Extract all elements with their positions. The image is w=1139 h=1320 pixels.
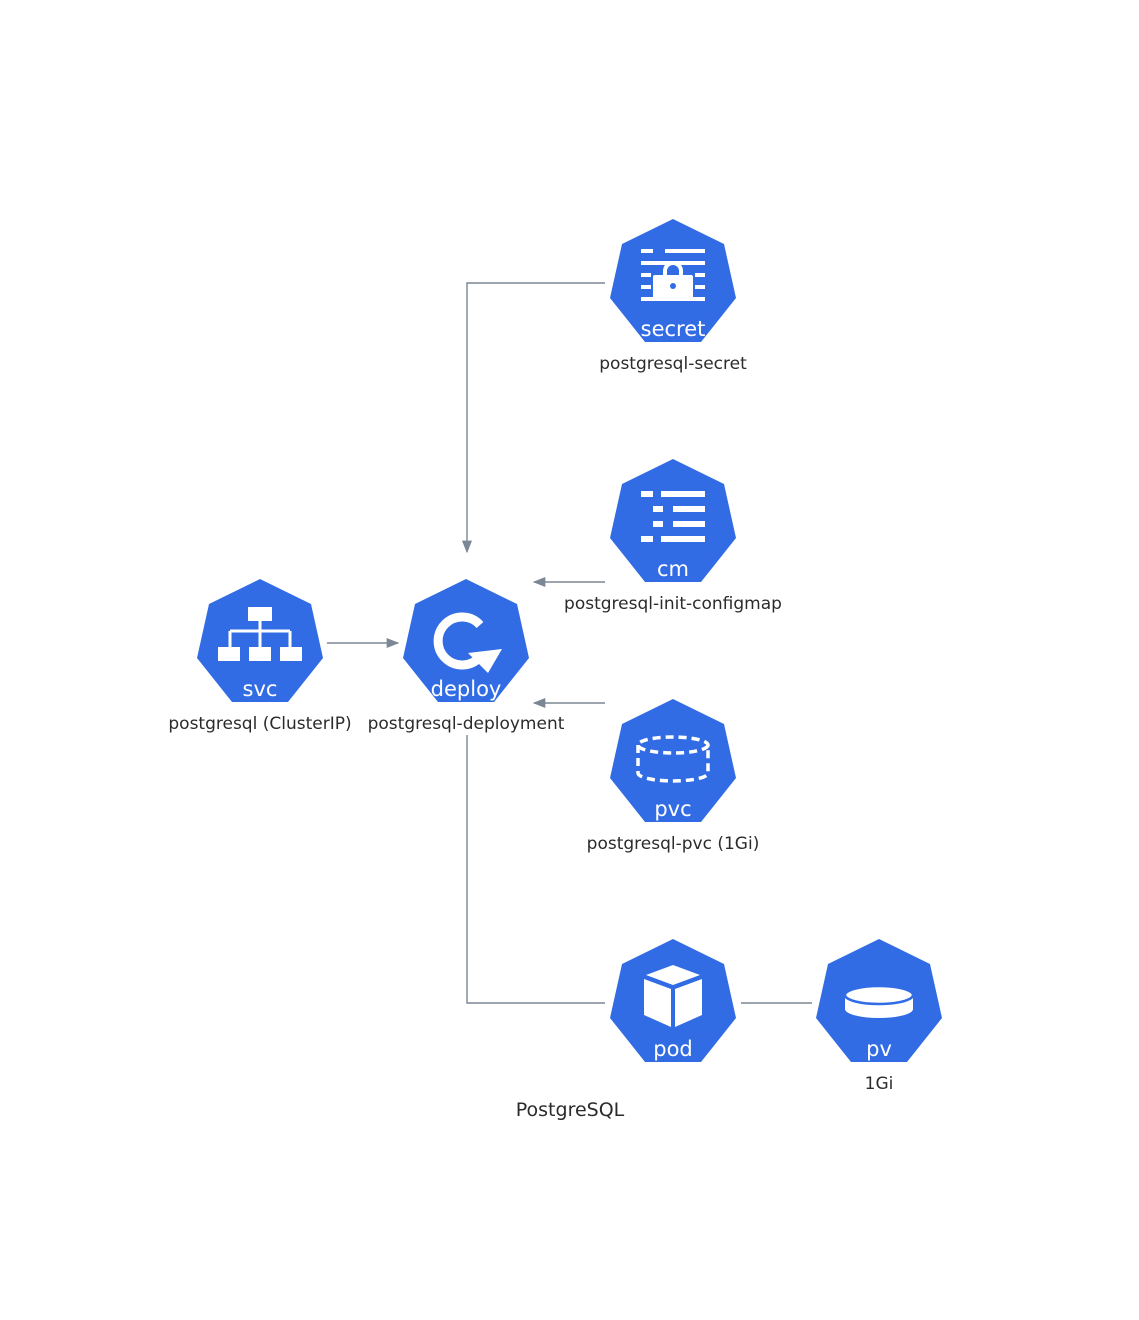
node-pv[interactable]: pv	[816, 939, 942, 1062]
node-pvc[interactable]: pvc	[610, 699, 736, 822]
pod-icon	[644, 965, 702, 1027]
node-cm[interactable]: cm	[610, 459, 736, 582]
volume-claim-icon	[636, 735, 710, 783]
node-kind-label: pv	[866, 1037, 892, 1061]
node-kind-label: pod	[653, 1037, 693, 1061]
cluster-label: PostgreSQL	[516, 1099, 625, 1121]
configmap-icon	[641, 491, 705, 542]
node-caption-svc: postgresql (ClusterIP)	[168, 714, 351, 734]
node-kind-label: secret	[641, 317, 706, 341]
secret-icon	[641, 249, 705, 301]
node-kind-label: svc	[243, 677, 278, 701]
service-icon	[218, 607, 302, 661]
node-pod[interactable]: pod	[610, 939, 736, 1062]
node-svc[interactable]: svc	[197, 579, 323, 702]
node-caption-pv: 1Gi	[865, 1074, 894, 1094]
node-caption-deploy: postgresql-deployment	[368, 714, 565, 734]
edge-secret-to-deploy	[461, 282, 605, 554]
node-deploy[interactable]: deploy	[403, 579, 529, 702]
node-secret[interactable]: secret	[610, 219, 736, 342]
node-caption-secret: postgresql-secret	[599, 354, 747, 374]
deployment-icon	[433, 612, 502, 673]
edge-deploy-to-pod	[466, 735, 605, 1004]
edges	[327, 282, 812, 1004]
volume-icon	[843, 984, 915, 1018]
node-kind-label: cm	[657, 557, 689, 581]
node-kind-label: pvc	[654, 797, 691, 821]
node-kind-label: deploy	[431, 677, 502, 701]
node-caption-pvc: postgresql-pvc (1Gi)	[587, 834, 760, 854]
node-caption-cm: postgresql-init-configmap	[564, 594, 782, 614]
